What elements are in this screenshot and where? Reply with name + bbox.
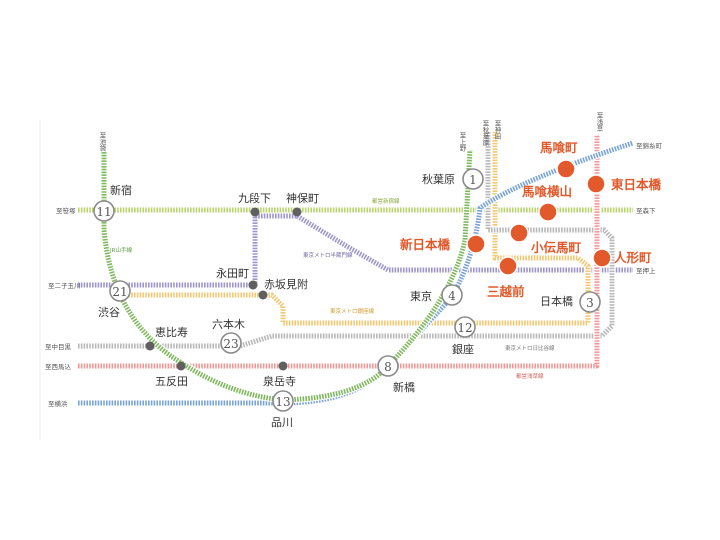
hibiya-line <box>78 132 616 350</box>
hl-dot-mitsukoshimae <box>498 256 518 276</box>
label-shinjuku: 新宿 <box>110 183 132 197</box>
direction-morishita: 至森下 <box>636 206 656 215</box>
station-tokyo: 4 東京 <box>410 284 463 306</box>
ginza-line-name: 東京メトロ銀座線 <box>330 307 375 315</box>
label-sengakuji: 泉岳寺 <box>263 374 296 388</box>
minutes-shinagawa: 13 <box>275 395 290 409</box>
minutes-shibuya: 21 <box>112 285 127 299</box>
station-dot-kudanshita <box>250 207 260 217</box>
hl-dot-kodemmacho <box>509 223 529 243</box>
minutes-shinjuku: 11 <box>96 205 111 219</box>
label-shimbashi: 新橋 <box>393 380 415 394</box>
label-ginza: 銀座 <box>452 342 474 356</box>
station-shimbashi: 8 新橋 <box>377 355 415 394</box>
station-dot-akasakamitsuke <box>258 290 268 300</box>
minutes-shimbashi: 8 <box>384 360 392 374</box>
direction-nakameguro: 至中目黒 <box>45 342 72 351</box>
label-ebisu: 恵比寿 <box>155 325 188 339</box>
highlight-stations: 馬喰町 東日本橋 馬喰横山 新日本橋 小伝馬町 人形町 三越前 <box>400 140 662 299</box>
direction-sasazuka: 至笹塚 <box>56 206 76 215</box>
minutes-akihabara: 1 <box>469 173 477 187</box>
hl-dot-bakurocho <box>556 159 576 179</box>
minor-stations: 九段下 神保町 永田町 赤坂見附 恵比寿 五反田 泉岳寺 <box>145 191 319 388</box>
label-nihonbashi: 日本橋 <box>540 294 573 308</box>
station-dot-jimbocho <box>292 207 302 217</box>
station-dot-gotanda <box>176 361 186 371</box>
station-nihonbashi: 3 日本橋 <box>540 291 601 313</box>
hl-label-shinnihonbashi: 新日本橋 <box>400 237 451 252</box>
shinjuku-line-name: 都営新宿線 <box>372 197 400 205</box>
label-gotanda: 五反田 <box>155 375 188 388</box>
station-shinjuku: 11 新宿 <box>93 183 132 222</box>
hl-dot-ningyocho <box>592 248 612 268</box>
label-roppongi: 六本木 <box>212 317 245 331</box>
label-jimbocho: 神保町 <box>286 191 319 205</box>
label-akasakamitsuke: 赤坂見附 <box>264 277 308 291</box>
label-shibuya: 渋谷 <box>98 306 120 319</box>
station-roppongi: 23 六本木 <box>212 317 245 354</box>
direction-nishimagome: 至西馬込 <box>45 362 72 371</box>
label-kudanshita: 九段下 <box>238 191 271 205</box>
station-ginza: 12 銀座 <box>452 316 476 356</box>
direction-yokohama: 至横浜 <box>48 399 68 408</box>
major-stations: 1 秋葉原 11 新宿 21 渋谷 4 東京 3 日本橋 1 <box>93 168 601 429</box>
direction-ikebukuro: 至池袋 <box>98 132 106 153</box>
yamanote-line-name: JR山手線 <box>109 246 132 254</box>
hl-label-higashinihonbashi: 東日本橋 <box>611 177 662 192</box>
hl-label-bakuroyokoyama: 馬喰横山 <box>522 184 572 199</box>
station-akihabara: 1 秋葉原 <box>422 168 484 190</box>
label-nagatacho: 永田町 <box>216 266 249 280</box>
hibiya-line-name: 東京メトロ日比谷線 <box>505 344 555 352</box>
hl-dot-bakuroyokoyama <box>538 202 558 222</box>
station-dot-ebisu <box>145 341 155 351</box>
minutes-ginza: 12 <box>457 321 472 335</box>
direction-asakusa: 至浅草 <box>595 112 603 133</box>
asakusa-line <box>78 135 601 370</box>
label-tokyo: 東京 <box>410 289 432 303</box>
station-shibuya: 21 渋谷 <box>98 280 131 319</box>
direction-ueno: 至上野 <box>458 132 466 152</box>
station-dot-nagatacho <box>248 280 258 290</box>
minutes-roppongi: 23 <box>223 337 238 351</box>
hl-label-bakurocho: 馬喰町 <box>540 140 578 155</box>
hl-label-ningyocho: 人形町 <box>614 250 652 265</box>
hl-label-mitsukoshimae: 三越前 <box>487 284 525 299</box>
label-akihabara: 秋葉原 <box>422 172 455 186</box>
hl-dot-higashinihonbashi <box>586 174 606 194</box>
hl-label-kodemmacho: 小伝馬町 <box>530 240 582 255</box>
asakusa-line-name: 都営浅草線 <box>516 372 544 380</box>
hl-dot-shinnihonbashi <box>466 234 486 254</box>
direction-akihabara: 至秋葉原 <box>481 120 489 147</box>
station-shinagawa: 13 品川 <box>271 390 294 429</box>
hanzomon-line-name: 東京メトロ半蔵門線 <box>303 251 353 259</box>
station-dot-sengakuji <box>278 361 288 371</box>
direction-futakotamagawa: 至二子玉川 <box>48 282 81 290</box>
label-shinagawa: 品川 <box>271 416 293 429</box>
minutes-nihonbashi: 3 <box>586 296 594 310</box>
direction-kanda: 至神田 <box>493 120 501 141</box>
direction-oshiage: 至押上 <box>636 266 656 275</box>
ginza-line <box>120 132 592 327</box>
direction-kinshicho: 至錦糸町 <box>636 141 663 150</box>
minutes-tokyo: 4 <box>448 289 456 303</box>
